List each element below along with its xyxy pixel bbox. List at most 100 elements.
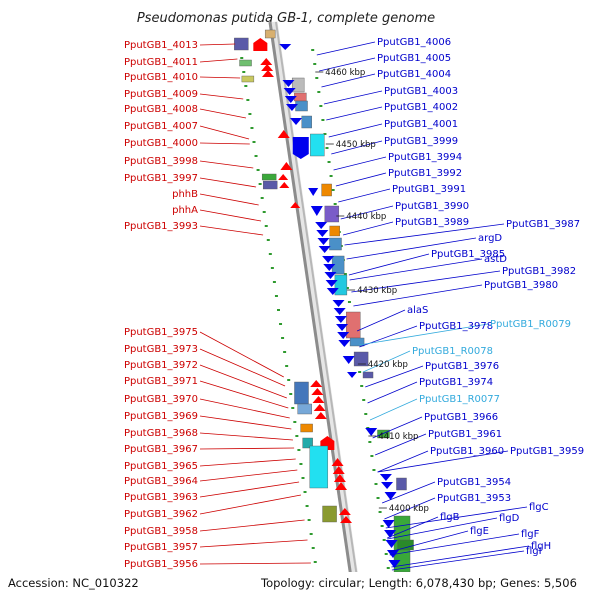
gene-label: PputGB1_3968 [124,428,198,439]
gene-block [264,29,276,39]
leader-line [199,43,236,46]
gene-label: flgE [470,526,489,537]
leader-line [199,225,264,236]
leader-line [389,533,520,556]
kbp-label: 4430 kbp [357,286,397,296]
gene-block [309,445,329,489]
gene-label: flgI [526,546,542,557]
gene-label: PputGB1_R0077 [419,394,500,405]
leader-line [385,506,528,529]
reverse-gene-arrow [382,520,395,528]
gene-block [294,92,307,102]
leader-line [199,93,244,100]
gene-label: PputGB1_3993 [124,221,198,232]
gene-label: PputGB1_3990 [395,201,469,212]
leader-line [335,172,387,187]
gene-label: flgD [499,513,520,524]
leader-line [199,177,257,188]
gene-label: PputGB1_3954 [437,477,511,488]
gene-label: PputGB1_3965 [124,461,198,472]
reverse-gene-arrow [285,104,298,111]
leader-line [199,380,289,409]
forward-gene-arrow [331,458,344,466]
reverse-gene-arrow [338,340,351,347]
tick-track [238,43,390,569]
gene-label: PputGB1_3998 [124,156,198,167]
forward-gene-arrow [280,162,293,170]
gene-block [301,115,312,129]
reverse-gene-arrow [282,80,295,87]
forward-gene-arrow [312,396,325,403]
gene-label: PputGB1_3963 [124,492,198,503]
reverse-gene-arrow [289,118,302,125]
forward-gene-arrow [278,174,289,180]
gene-label: PputGB1_3982 [502,266,576,277]
leader-line [199,415,292,430]
gene-label: PputGB1_3958 [124,526,198,537]
kbp-label: 4460 kbp [325,68,365,78]
leader-line [367,381,418,404]
leader-line [381,481,436,504]
gene-block [362,371,374,379]
leader-line [387,517,498,540]
leader-line [199,348,286,387]
forward-gene-arrow [253,38,268,51]
leader-line [199,398,290,419]
reverse-gene-arrow [381,482,394,489]
gene-label: PputGB1_3978 [419,321,493,332]
gene-block [349,337,365,347]
reverse-gene-arrow [316,230,329,237]
leader-line [346,237,477,260]
reverse-gene-arrow [324,272,337,279]
leader-line [199,481,300,498]
gene-label: PputGB1_3953 [437,493,511,504]
gene-label: flgB [440,512,460,523]
gene-label: PputGB1_3992 [388,168,462,179]
leader-line [377,450,429,473]
gene-block [353,351,369,367]
gene-label: PputGB1_3956 [124,559,198,570]
forward-gene-arrow [338,508,351,515]
gene-label: PputGB1_3966 [424,412,498,423]
reverse-gene-arrow [323,264,336,271]
leader-line [199,494,302,515]
kbp-label: 4450 kbp [336,140,376,150]
gene-label: PputGB1_3989 [395,217,469,228]
leader-line [199,469,298,482]
gene-label: PputGB1_4005 [377,53,451,64]
gene-block [262,180,278,190]
gene-label: PputGB1_3962 [124,509,198,520]
leader-line [377,450,509,473]
gene-block [397,539,414,551]
forward-gene-arrow [261,70,274,77]
reverse-gene-arrow [322,256,335,263]
gene-block [377,429,390,439]
leader-line [199,108,247,119]
gene-block [329,237,342,251]
leader-line [362,350,411,373]
leader-line [319,57,376,72]
gene-label: PputGB1_3967 [124,444,198,455]
reverse-gene-arrow [379,474,392,481]
leader-line [374,433,427,456]
forward-gene-arrow [311,388,324,395]
gene-block [297,403,312,415]
gene-label: PputGB1_3975 [124,327,198,338]
gene-label: PputGB1_3974 [419,377,493,388]
reverse-gene-arrow [315,222,328,229]
kbp-label: 4420 kbp [368,360,408,370]
leader-line [199,447,295,450]
reverse-gene-arrow [334,316,347,323]
forward-gene-arrow [310,380,323,387]
gene-label: PputGB1_4013 [124,40,198,51]
kbp-label: 4440 kbp [346,212,386,222]
gene-block [322,505,337,523]
gene-label: PputGB1_3985 [431,249,505,260]
leader-line [328,123,383,138]
leader-line [340,205,394,220]
gene-label: PputGB1_4010 [124,72,198,83]
gene-label: PputGB1_3991 [392,184,466,195]
leader-line [348,253,430,276]
accession-text: Accession: NC_010322 [8,576,139,590]
reverse-gene-arrow [284,96,297,103]
